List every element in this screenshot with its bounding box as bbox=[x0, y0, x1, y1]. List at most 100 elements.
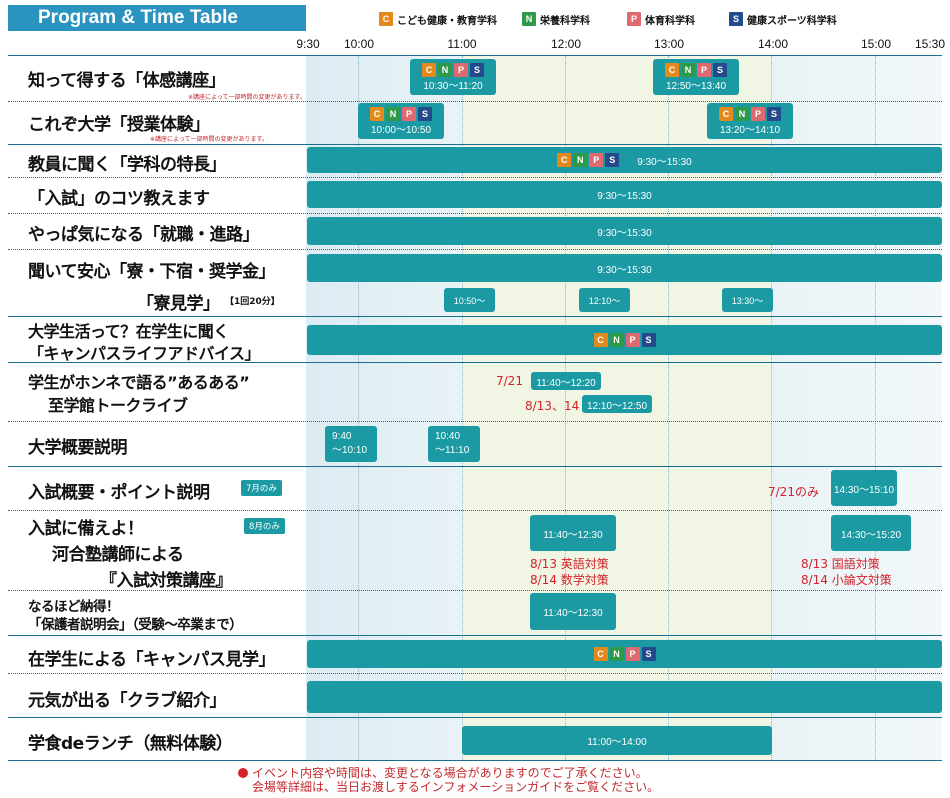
program-label: 河合塾講師による bbox=[52, 545, 184, 565]
legend-item-c: C こども健康・教育学科 bbox=[379, 11, 497, 27]
grid-line bbox=[875, 56, 876, 760]
legend-label: 健康スポーツ科学科 bbox=[747, 15, 837, 27]
session-block[interactable]: 10:40 〜11:10 bbox=[428, 426, 480, 462]
row-divider bbox=[8, 101, 942, 102]
dept-s-badge: S bbox=[729, 12, 743, 26]
program-note: ※講座によって一部時間の変更があります。 bbox=[150, 136, 268, 143]
duration-note: 【1回20分】 bbox=[225, 297, 280, 307]
row-divider bbox=[8, 421, 942, 422]
dept-s-badge: S bbox=[767, 106, 781, 121]
row-divider bbox=[8, 760, 942, 761]
session-block[interactable]: C N P S 13:20〜14:10 bbox=[707, 103, 793, 139]
dept-n-badge: N bbox=[681, 62, 695, 77]
session-block[interactable]: 11:40〜12:30 bbox=[530, 515, 616, 551]
date-note: 8/13、14 bbox=[525, 399, 580, 413]
session-time: 14:30〜15:10 bbox=[833, 484, 895, 496]
bullet-icon bbox=[238, 768, 248, 778]
program-label: これぞ大学「授業体験」 bbox=[28, 115, 210, 135]
session-block[interactable]: 13:30〜 bbox=[722, 288, 773, 312]
time-tick: 12:00 bbox=[550, 37, 582, 51]
subject-note: 8/14 数学対策 bbox=[530, 573, 609, 587]
session-block[interactable]: 14:30〜15:10 bbox=[831, 470, 897, 506]
legend-item-p: P 体育科学科 bbox=[627, 11, 695, 27]
dept-n-badge: N bbox=[609, 647, 624, 661]
time-tick: 10:00 bbox=[343, 37, 375, 51]
session-block[interactable]: C N P S 10:30〜11:20 bbox=[410, 59, 496, 95]
session-block[interactable]: 10:50〜 bbox=[444, 288, 495, 312]
dept-c-badge: C bbox=[422, 62, 436, 77]
session-block[interactable]: 9:30〜15:30 bbox=[307, 181, 942, 208]
session-time: 12:50〜13:40 bbox=[665, 80, 727, 92]
legend-label: こども健康・教育学科 bbox=[397, 15, 497, 27]
session-time: 10:40 bbox=[435, 431, 461, 442]
dept-c-badge: C bbox=[370, 106, 384, 121]
program-label: 学食deランチ（無料体験） bbox=[28, 734, 233, 754]
page-title: Program & Time Table bbox=[8, 5, 306, 31]
dept-s-badge: S bbox=[418, 106, 432, 121]
session-block[interactable]: 9:30〜15:30 bbox=[307, 254, 942, 282]
dept-c-badge: C bbox=[665, 62, 679, 77]
session-block[interactable]: C N P S 10:00〜10:50 bbox=[358, 103, 444, 139]
session-block[interactable] bbox=[307, 681, 942, 713]
session-block[interactable]: C N P S bbox=[307, 325, 942, 355]
subject-note: 8/13 英語対策 bbox=[530, 557, 609, 571]
time-tick: 11:00 bbox=[447, 37, 477, 51]
row-divider bbox=[8, 717, 942, 718]
dept-c-badge: C bbox=[593, 647, 608, 661]
program-label: 『入試対策講座』 bbox=[100, 571, 233, 591]
dept-c-badge: C bbox=[719, 106, 733, 121]
period-tag: 7月のみ bbox=[241, 480, 282, 496]
program-label: 「キャンパスライフアドバイス」 bbox=[28, 344, 261, 363]
row-divider bbox=[8, 362, 942, 363]
session-block[interactable]: 12:10〜12:50 bbox=[582, 395, 652, 413]
session-time: 〜11:10 bbox=[435, 445, 470, 456]
session-block[interactable]: C N P S 12:50〜13:40 bbox=[653, 59, 739, 95]
legend-item-s: S 健康スポーツ科学科 bbox=[729, 11, 837, 27]
program-label: 「入試」のコツ教えます bbox=[28, 189, 210, 209]
session-block[interactable]: 11:00〜14:00 bbox=[462, 726, 772, 755]
session-block[interactable]: 9:40 〜10:10 bbox=[325, 426, 377, 462]
session-time: 〜10:10 bbox=[332, 445, 368, 456]
date-note: 7/21 bbox=[496, 374, 523, 388]
time-tick: 15:30 bbox=[914, 37, 946, 51]
program-label: 教員に聞く「学科の特長」 bbox=[28, 155, 227, 175]
session-time: 10:50〜 bbox=[453, 295, 486, 306]
session-time: 9:30〜15:30 bbox=[597, 191, 652, 202]
legend-label: 体育科学科 bbox=[645, 15, 695, 27]
footer-notice: イベント内容や時間は、変更となる場合がありますのでご了承ください。 会場等詳細は… bbox=[238, 766, 659, 794]
session-block[interactable]: C N P S 9:30〜15:30 bbox=[307, 147, 942, 173]
session-block[interactable]: 14:30〜15:20 bbox=[831, 515, 911, 551]
dept-n-badge: N bbox=[573, 153, 588, 167]
dept-s-badge: S bbox=[641, 647, 656, 661]
row-divider bbox=[8, 466, 942, 467]
session-time: 9:40 bbox=[332, 431, 352, 442]
time-tick: 13:00 bbox=[653, 37, 685, 51]
row-divider bbox=[8, 590, 942, 591]
session-time: 12:10〜12:50 bbox=[586, 400, 648, 412]
session-time: 9:30〜15:30 bbox=[637, 156, 692, 168]
session-block[interactable]: 11:40〜12:20 bbox=[531, 372, 601, 390]
dept-c-badge: C bbox=[593, 333, 608, 347]
program-label: 元気が出る「クラブ紹介」 bbox=[28, 691, 227, 711]
session-block[interactable]: 11:40〜12:30 bbox=[530, 593, 616, 630]
row-divider bbox=[8, 316, 942, 317]
program-label: 学生がホンネで語る”あるある” bbox=[28, 373, 250, 392]
dept-n-badge: N bbox=[386, 106, 400, 121]
dept-s-badge: S bbox=[713, 62, 727, 77]
session-block[interactable]: 9:30〜15:30 bbox=[307, 217, 942, 245]
session-time: 9:30〜15:30 bbox=[597, 264, 652, 276]
program-label: 入試概要・ポイント説明 bbox=[28, 483, 210, 503]
session-block[interactable]: C N P S bbox=[307, 640, 942, 668]
session-time: 10:30〜11:20 bbox=[423, 80, 483, 92]
session-time: 14:30〜15:20 bbox=[840, 529, 902, 541]
session-time: 11:40〜12:30 bbox=[543, 529, 603, 541]
dept-s-badge: S bbox=[470, 62, 484, 77]
program-label: 大学生活って？在学生に聞く bbox=[28, 322, 229, 341]
dept-c-badge: C bbox=[557, 153, 572, 167]
program-label: 聞いて安心「寮・下宿・奨学金」 bbox=[28, 262, 276, 282]
program-label: 在学生による「キャンパス見学」 bbox=[28, 650, 276, 670]
period-tag: 8月のみ bbox=[244, 518, 285, 534]
dept-c-badge: C bbox=[379, 12, 393, 26]
session-block[interactable]: 12:10〜 bbox=[579, 288, 630, 312]
footer-line: 会場等詳細は、当日お渡しするインフォメーションガイドをご覧ください。 bbox=[252, 780, 660, 794]
